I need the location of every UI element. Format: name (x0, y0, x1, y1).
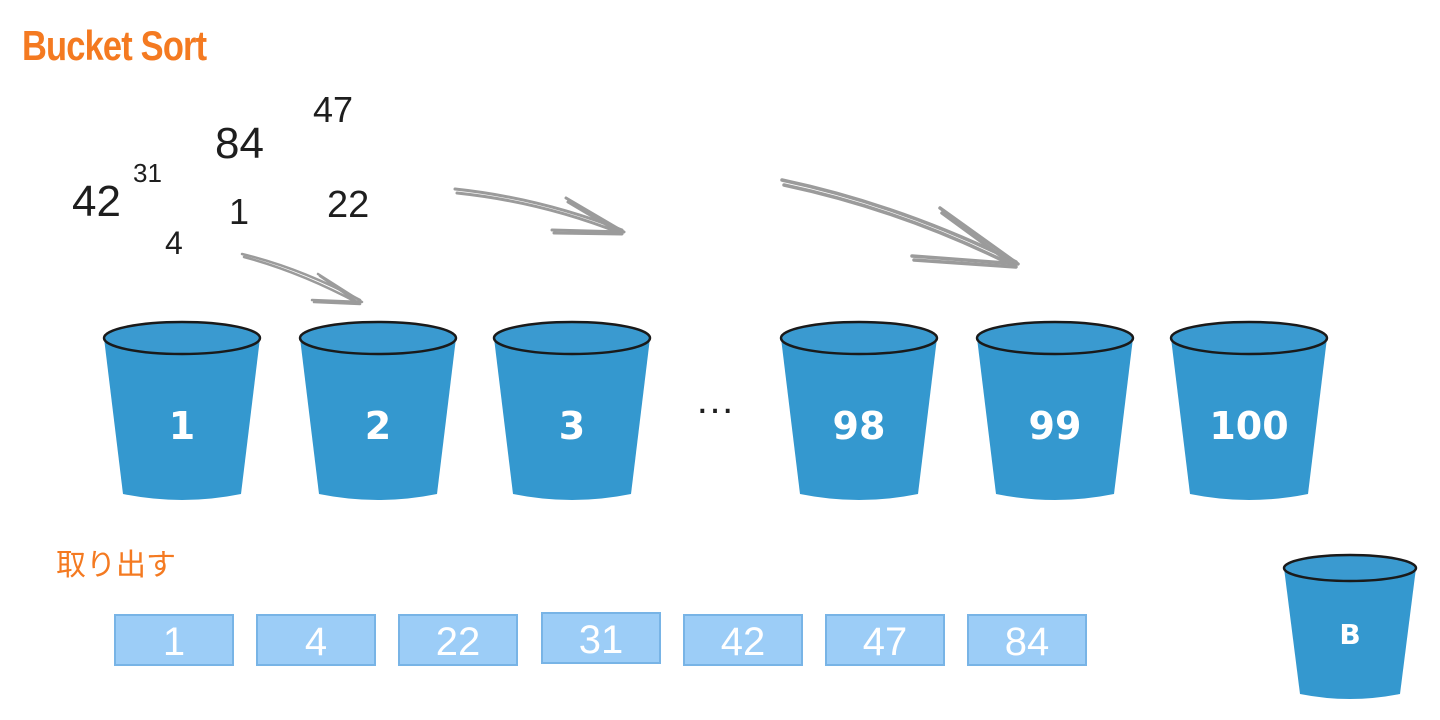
arrow-to-bucket-3 (455, 189, 624, 234)
bucket-label: 98 (779, 404, 939, 448)
legend-bucket-label: B (1282, 618, 1418, 651)
sorted-cell: 22 (398, 614, 518, 666)
sorted-cell: 84 (967, 614, 1087, 666)
bucket-98: 98 (779, 318, 939, 504)
bucket-label: 2 (298, 404, 458, 448)
arrow-to-bucket-98 (782, 180, 1018, 267)
bucket-rim (494, 322, 650, 354)
legend-bucket: B (1282, 552, 1418, 704)
bucket-rim (781, 322, 937, 354)
sorted-cell: 1 (114, 614, 234, 666)
bucket-rim (1284, 555, 1416, 581)
bucket-99: 99 (975, 318, 1135, 504)
sorted-cell: 31 (541, 612, 661, 664)
bucket-rim (300, 322, 456, 354)
bucket-1: 1 (102, 318, 262, 504)
sorted-cell: 47 (825, 614, 945, 666)
sorted-cell: 42 (683, 614, 803, 666)
extract-label: 取り出す (56, 540, 176, 584)
bucket-label: 3 (492, 404, 652, 448)
ellipsis: … (695, 378, 737, 423)
bucket-rim (1171, 322, 1327, 354)
sorted-cell: 4 (256, 614, 376, 666)
arrow-to-bucket-2 (242, 254, 362, 304)
bucket-label: 100 (1169, 404, 1329, 448)
bucket-3: 3 (492, 318, 652, 504)
bucket-rim (104, 322, 260, 354)
bucket-label: 1 (102, 404, 262, 448)
bucket-2: 2 (298, 318, 458, 504)
bucket-rim (977, 322, 1133, 354)
bucket-label: 99 (975, 404, 1135, 448)
bucket-100: 100 (1169, 318, 1329, 504)
